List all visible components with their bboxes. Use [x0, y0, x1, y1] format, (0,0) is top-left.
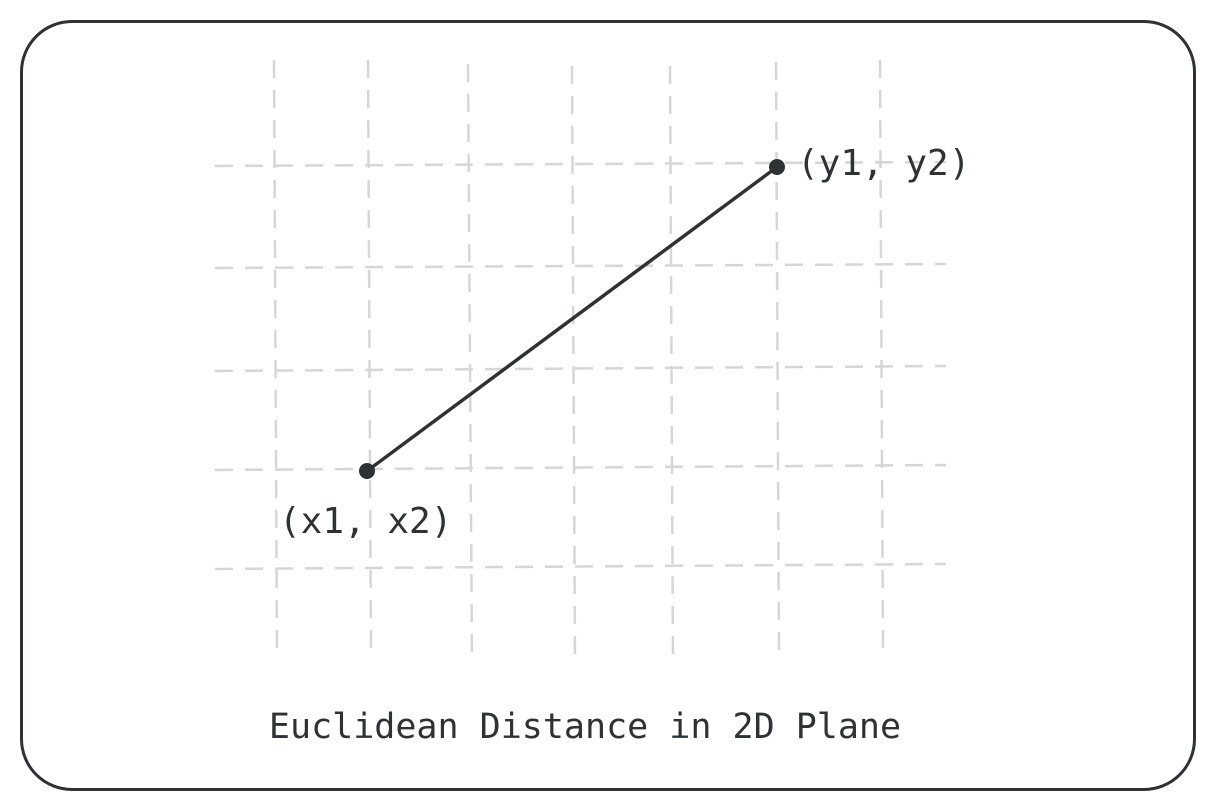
end-point-label: (y1, y2): [797, 143, 970, 184]
grid-horizontal-line: [214, 262, 947, 270]
distance-segment: [365, 165, 779, 473]
start-point-label: (x1, x2): [279, 501, 452, 542]
grid-vertical-line: [272, 59, 279, 659]
dashed-grid: [214, 59, 947, 661]
grid-vertical-line: [668, 65, 675, 661]
grid-horizontal-line: [214, 562, 947, 571]
grid-horizontal-line: [214, 160, 947, 168]
grid-horizontal-line: [214, 463, 947, 472]
grid-vertical-line: [466, 63, 474, 661]
grid-horizontal-line: [214, 364, 947, 373]
grid-vertical-line: [774, 61, 781, 659]
grid-vertical-line: [878, 59, 885, 657]
end-point-marker: [769, 159, 785, 175]
diagram-caption: Euclidean Distance in 2D Plane: [269, 707, 901, 747]
start-point-marker: [359, 463, 375, 479]
diagram-frame: [20, 20, 1196, 791]
grid-vertical-line: [366, 59, 373, 659]
grid-vertical-line: [570, 65, 577, 661]
